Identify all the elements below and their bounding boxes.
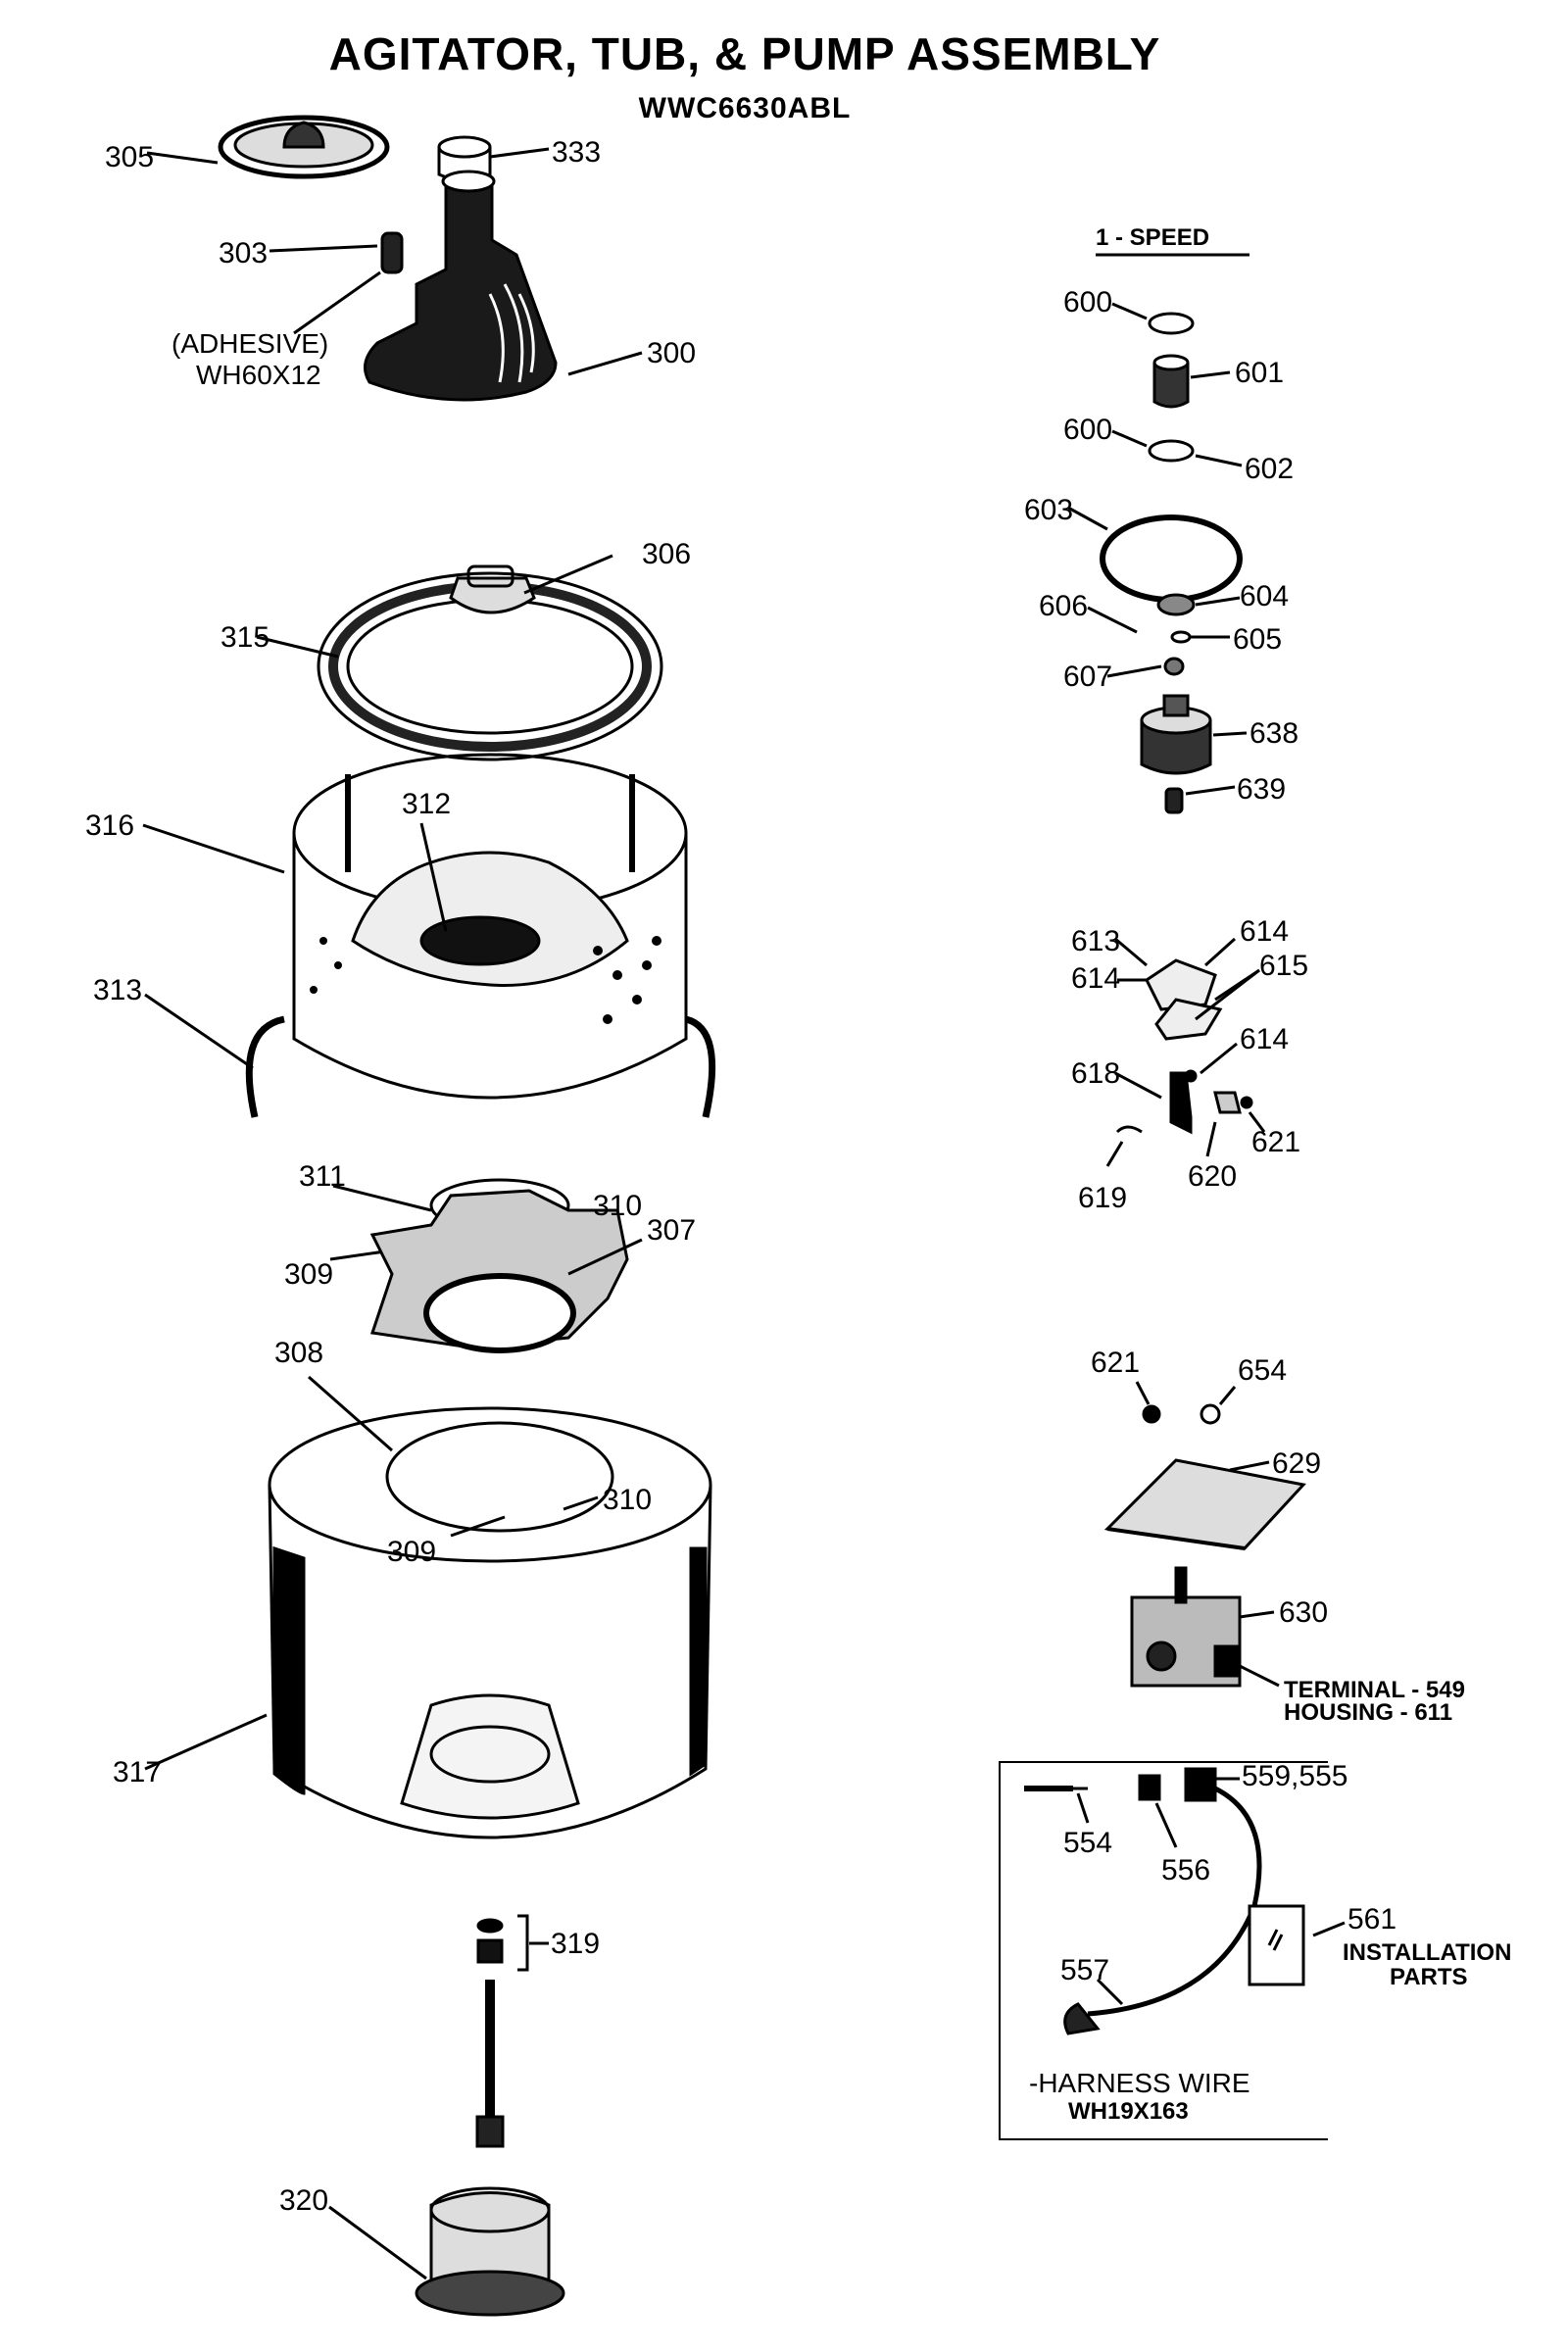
- callout-315: 315: [220, 621, 270, 654]
- callout-300: 300: [647, 337, 696, 369]
- harness-note: -HARNESS WIRE: [1029, 2068, 1250, 2098]
- nut-654[interactable]: [1200, 1403, 1221, 1425]
- callout-316: 316: [85, 809, 134, 842]
- callout-554: 554: [1063, 1827, 1112, 1859]
- callout-305: 305: [105, 141, 154, 173]
- callout-306: 306: [642, 538, 691, 570]
- harness-part: WH19X163: [1068, 2098, 1189, 2125]
- connector-556[interactable]: [1138, 1774, 1161, 1801]
- nut-621[interactable]: [1142, 1404, 1161, 1424]
- callout-320: 320: [279, 2184, 328, 2217]
- parts-note: PARTS: [1390, 1964, 1468, 1990]
- callout-629: 629: [1272, 1447, 1321, 1480]
- outer-tub-317[interactable]: [268, 1406, 712, 1839]
- speed-heading: 1 - SPEED: [1096, 224, 1209, 251]
- callout-317: 317: [113, 1756, 162, 1788]
- harness-wire-557[interactable]: [1063, 1786, 1262, 2035]
- callout-630: 630: [1279, 1596, 1328, 1629]
- callout-333: 333: [552, 136, 601, 169]
- agitator-cap-305[interactable]: [218, 115, 390, 179]
- motor-630[interactable]: [1130, 1566, 1242, 1688]
- callout-310b: 310: [603, 1484, 652, 1516]
- plate-620[interactable]: [1213, 1091, 1242, 1114]
- pulley-604[interactable]: [1156, 593, 1196, 616]
- bag-561[interactable]: [1248, 1904, 1305, 1986]
- coupling-601[interactable]: [1152, 354, 1190, 409]
- agitator-300[interactable]: [364, 170, 558, 402]
- callout-313: 313: [93, 974, 142, 1006]
- cover-629[interactable]: [1103, 1458, 1306, 1550]
- callout-613: 613: [1071, 925, 1120, 957]
- clamp-600b-602[interactable]: [1148, 439, 1195, 463]
- adhesive-note: (ADHESIVE): [172, 328, 328, 359]
- ring-605[interactable]: [1170, 630, 1192, 644]
- housing-note: HOUSING - 611: [1284, 1699, 1452, 1726]
- wash-basket-316[interactable]: [292, 753, 688, 1100]
- callout-639: 639: [1237, 773, 1286, 806]
- clip-619[interactable]: [1115, 1125, 1143, 1134]
- callout-601: 601: [1235, 357, 1284, 389]
- transmission-320[interactable]: [415, 1980, 565, 2317]
- callout-309b: 309: [387, 1536, 436, 1568]
- belt-603[interactable]: [1100, 514, 1243, 603]
- callout-604: 604: [1240, 580, 1289, 612]
- callout-303: 303: [219, 237, 268, 270]
- seal-308[interactable]: [385, 1421, 614, 1533]
- hose-313[interactable]: [245, 1015, 716, 1118]
- callout-620: 620: [1188, 1160, 1237, 1193]
- terminal-note: TERMINAL - 549: [1284, 1677, 1465, 1703]
- harness-box: [999, 1761, 1328, 2140]
- bushing-607[interactable]: [1163, 657, 1185, 676]
- seal-kit-319[interactable]: [476, 1914, 529, 1972]
- callout-605: 605: [1233, 623, 1282, 656]
- callout-614a: 614: [1240, 915, 1289, 948]
- callout-619: 619: [1078, 1182, 1127, 1214]
- callout-600a: 600: [1063, 286, 1112, 318]
- callout-607: 607: [1063, 661, 1112, 693]
- callout-621b: 621: [1091, 1347, 1140, 1379]
- callout-561: 561: [1348, 1903, 1396, 1936]
- agitator-base-306[interactable]: [449, 564, 536, 614]
- callout-615: 615: [1259, 950, 1308, 982]
- callout-614c: 614: [1240, 1023, 1289, 1055]
- pump-lever-618[interactable]: [1169, 1071, 1193, 1135]
- callout-310a: 310: [593, 1190, 642, 1222]
- callout-312: 312: [402, 788, 451, 820]
- callout-319: 319: [551, 1928, 600, 1960]
- callout-556: 556: [1161, 1854, 1210, 1886]
- callout-603: 603: [1024, 494, 1073, 526]
- clamp-600[interactable]: [1148, 312, 1195, 335]
- callout-557: 557: [1060, 1954, 1109, 1986]
- callout-308: 308: [274, 1337, 323, 1369]
- callout-602: 602: [1245, 453, 1294, 485]
- pin-639[interactable]: [1164, 787, 1184, 814]
- callout-638: 638: [1250, 717, 1298, 750]
- pulley-638[interactable]: [1140, 694, 1212, 775]
- callout-654: 654: [1238, 1354, 1287, 1387]
- bracket-615[interactable]: [1145, 958, 1223, 1041]
- callout-621a: 621: [1251, 1126, 1300, 1158]
- installation-note: INSTALLATION: [1343, 1939, 1511, 1966]
- agitator-dog-303[interactable]: [380, 231, 404, 274]
- callout-559-555: 559,555: [1242, 1760, 1348, 1792]
- callout-618: 618: [1071, 1057, 1120, 1090]
- callout-311: 311: [299, 1160, 346, 1193]
- callout-606: 606: [1039, 590, 1088, 622]
- callout-307: 307: [647, 1214, 696, 1247]
- connector-559-555[interactable]: [1184, 1767, 1217, 1802]
- model-number: WWC6630ABL: [638, 92, 852, 124]
- diagram-title: AGITATOR, TUB, & PUMP ASSEMBLY: [328, 28, 1161, 79]
- callout-600b: 600: [1063, 414, 1112, 446]
- callout-614b: 614: [1071, 962, 1120, 995]
- callout-309a: 309: [284, 1258, 333, 1291]
- tub-boot-307[interactable]: [369, 1189, 629, 1353]
- adhesive-part: WH60X12: [196, 360, 321, 390]
